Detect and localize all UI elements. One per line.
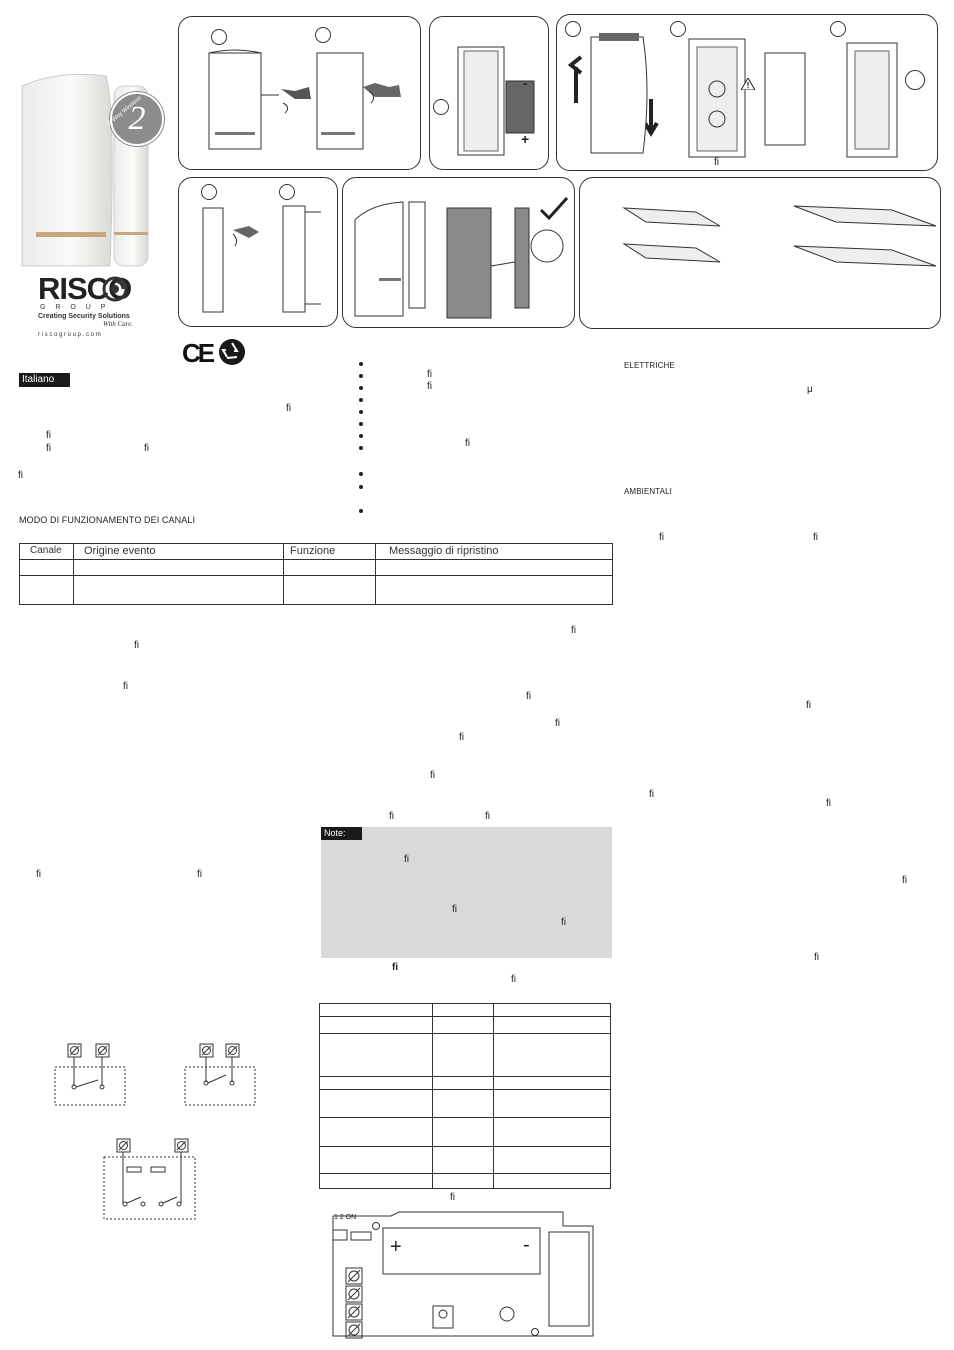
ligature-text: ﬁ xyxy=(450,1192,455,1203)
ligature-text: ﬁ xyxy=(46,443,51,454)
step-marker xyxy=(565,21,581,37)
channels-heading: MODO DI FUNZIONAMENTO DEI CANALI xyxy=(19,515,196,525)
ligature-text: ﬁ xyxy=(36,869,41,880)
ligature-text: ﬁ xyxy=(649,789,654,800)
brand-sub: G R O U P xyxy=(40,304,110,311)
electrical-heading: ELETTRICHE xyxy=(624,361,675,370)
ligature-text: ﬁ xyxy=(427,369,432,380)
ligature-text: ﬁ xyxy=(459,732,464,743)
mounting-illustration xyxy=(567,33,898,158)
ligature-text: ﬁ xyxy=(485,811,490,822)
ligature-text: ﬁ xyxy=(571,625,576,636)
bullet xyxy=(359,509,363,513)
diagram-panel-battery: - + xyxy=(429,16,549,170)
battery-illustration xyxy=(457,46,535,156)
language-tag: Italiano xyxy=(19,373,70,387)
diagram-panel-mounting: ﬁ xyxy=(556,14,938,171)
step-marker xyxy=(279,184,295,200)
ligature-text: ﬁ xyxy=(555,718,560,729)
bullet xyxy=(359,374,363,378)
ligature-text: ﬁ xyxy=(526,691,531,702)
board-plus: + xyxy=(390,1236,402,1258)
ligature-text: ﬁ xyxy=(511,974,516,985)
bullet xyxy=(359,362,363,366)
recycle-icon xyxy=(218,338,246,366)
bullet xyxy=(359,446,363,450)
battery-minus-label: - xyxy=(523,75,528,91)
board-minus: - xyxy=(523,1234,530,1256)
board-dip-label: 1 2 ON xyxy=(334,1214,357,1221)
environmental-heading: AMBIENTALI xyxy=(624,487,672,496)
badge-number: 2 xyxy=(128,100,146,137)
ligature-text: ﬁ xyxy=(197,869,202,880)
ligature-text: ﬁ xyxy=(286,403,291,414)
battery-plus-label: + xyxy=(521,131,530,147)
tagline: Creating Security Solutions xyxy=(38,313,130,320)
wireless-badge: 2 xyxy=(110,92,164,146)
ligature-text: ﬁ xyxy=(46,430,51,441)
circuit-board-diagram xyxy=(332,1211,594,1339)
spec-table xyxy=(319,1003,611,1189)
step-marker xyxy=(315,27,331,43)
ligature-text: ﬁ xyxy=(404,854,409,865)
bullet xyxy=(359,398,363,402)
ligature-text: ﬁ xyxy=(814,952,819,963)
diagram-panel-cover-removal xyxy=(178,16,421,170)
bullet xyxy=(359,485,363,489)
col-header-function: Funzione xyxy=(290,545,336,557)
ligature-text: ﬁ xyxy=(902,875,907,886)
col-header-channel: Canale xyxy=(30,545,62,556)
diagram-panel-magnet xyxy=(178,177,338,327)
ligature-text: ﬁ xyxy=(826,798,831,809)
step-marker xyxy=(433,99,449,115)
wiring-diagram-nc xyxy=(54,1043,126,1106)
ligature-text: ﬁ xyxy=(123,681,128,692)
ligature-text: ﬁ xyxy=(465,438,470,449)
micro-symbol: μ xyxy=(807,384,813,395)
ligature-text: ﬁ xyxy=(561,917,566,928)
ligature-text: ﬁ xyxy=(134,640,139,651)
diagram-panel-alignment xyxy=(342,177,575,328)
logo-swirl-icon xyxy=(102,276,128,302)
website: r i s c o g r o u p . c o m xyxy=(38,332,101,338)
alignment-illustration xyxy=(354,201,564,319)
table-header-row: Canale Origine evento Funzione Messaggio… xyxy=(20,544,612,560)
ligature-text: ﬁ xyxy=(813,532,818,543)
ligature-text: ﬁ xyxy=(430,770,435,781)
note-label: Note: xyxy=(321,827,362,840)
bullet xyxy=(359,386,363,390)
ce-mark: CE xyxy=(182,338,215,368)
step-marker xyxy=(211,29,227,45)
note-box: Note: ﬁ ﬁ ﬁ xyxy=(321,827,612,958)
ligature-text: ﬁ xyxy=(452,904,457,915)
ligature-text: ﬁ xyxy=(806,700,811,711)
ligature-text: ﬁ xyxy=(389,811,394,822)
tagline-script: With Care. xyxy=(103,320,134,328)
ligature-text: ﬁ xyxy=(714,157,719,168)
diagram-panel-brackets xyxy=(579,177,941,329)
magnet-illustration xyxy=(202,205,321,313)
step-marker xyxy=(830,21,846,37)
channel-table: Canale Origine evento Funzione Messaggio… xyxy=(19,543,613,605)
bullet xyxy=(359,410,363,414)
wiring-diagram-eol xyxy=(103,1138,196,1220)
bullet xyxy=(359,422,363,426)
ligature-text-bold: ﬁ xyxy=(392,962,399,973)
step-marker xyxy=(905,70,925,90)
col-header-restore: Messaggio di ripristino xyxy=(389,545,499,557)
bullet xyxy=(359,434,363,438)
warning-icon xyxy=(740,77,756,95)
wiring-diagram-no xyxy=(184,1043,256,1106)
bullet xyxy=(359,472,363,476)
ligature-text: ﬁ xyxy=(144,443,149,454)
ligature-text: ﬁ xyxy=(18,470,23,481)
ligature-text: ﬁ xyxy=(427,381,432,392)
bracket-illustration xyxy=(622,205,937,267)
col-header-origin: Origine evento xyxy=(84,545,156,557)
detector-illustration xyxy=(208,49,401,150)
ligature-text: ﬁ xyxy=(659,532,664,543)
step-marker xyxy=(201,184,217,200)
check-icon xyxy=(539,196,569,227)
step-marker xyxy=(670,21,686,37)
